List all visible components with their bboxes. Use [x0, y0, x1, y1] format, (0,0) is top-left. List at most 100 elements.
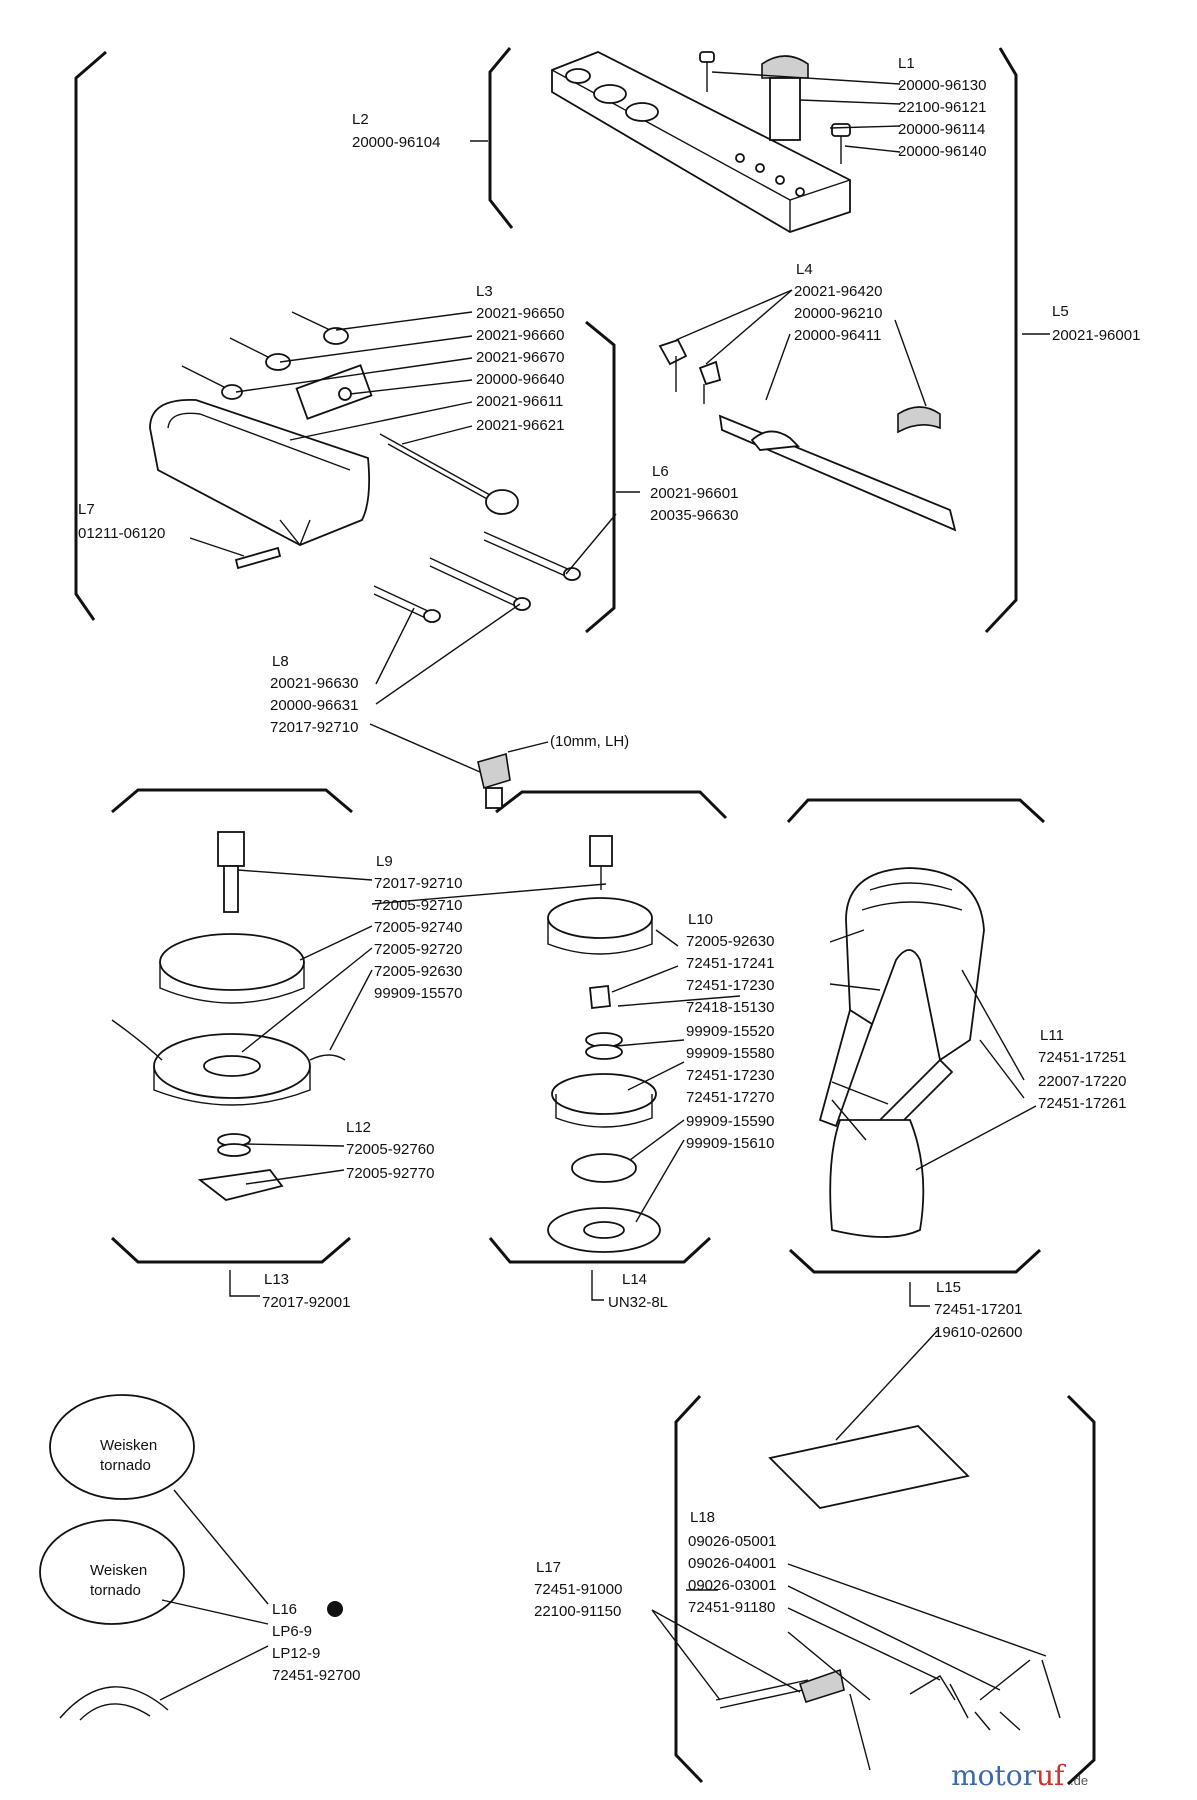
part-l9-3: 72005-92740 [374, 919, 462, 936]
label-l9: L9 [376, 853, 393, 870]
note-nut: (10mm, LH) [550, 733, 629, 750]
bracket-l13-top [111, 788, 353, 814]
part-l3-5: 20021-96611 [476, 393, 563, 410]
part-l18-2: 09026-04001 [688, 1555, 776, 1572]
part-l9-5: 72005-92630 [374, 963, 462, 980]
label-l13: L13 [264, 1271, 289, 1288]
part-l16-2: LP12-9 [272, 1645, 320, 1662]
spool-text-top-2: tornado [100, 1457, 151, 1474]
part-l15-1: 72451-17201 [934, 1301, 1022, 1318]
part-l10-1: 72005-92630 [686, 933, 774, 950]
part-l11-2: 22007-17220 [1038, 1073, 1126, 1090]
part-l18-3: 09026-03001 [688, 1577, 776, 1594]
support-pins [373, 531, 581, 623]
label-l3: L3 [476, 283, 493, 300]
part-l9-2: 72005-92710 [374, 897, 462, 914]
tools [715, 1425, 1061, 1771]
label-l14: L14 [622, 1271, 647, 1288]
part-l3-3: 20021-96670 [476, 349, 564, 366]
watermark: motor uf .de [951, 1759, 1088, 1792]
part-l9-1: 72017-92710 [374, 875, 462, 892]
label-l6: L6 [652, 463, 669, 480]
bracket-l2 [488, 47, 514, 229]
group-brackets [74, 47, 1096, 1786]
part-l1-3: 20000-96114 [898, 121, 985, 138]
watermark-part1: motor [951, 1759, 1037, 1792]
label-l11: L11 [1040, 1027, 1064, 1044]
label-l1: L1 [898, 55, 915, 72]
bracket-l17-left [674, 1394, 704, 1784]
part-l13-1: 72017-92001 [262, 1294, 350, 1311]
part-sketches: Weisken tornado Weisken tornado [39, 51, 1061, 1771]
part-l18-4: 72451-91180 [688, 1599, 775, 1616]
bullet-dot [327, 1601, 343, 1617]
part-l12-2: 72005-92770 [346, 1165, 434, 1182]
part-l4-1: 20021-96420 [794, 283, 882, 300]
label-l15: L15 [936, 1279, 961, 1296]
part-l7-1: 01211-06120 [78, 525, 165, 542]
part-l11-1: 72451-17251 [1038, 1049, 1126, 1066]
part-l14-1: UN32-8L [608, 1294, 668, 1311]
part-l8-3: 72017-92710 [270, 719, 358, 736]
guard-screw [234, 546, 282, 570]
part-l10-4: 72418-15130 [686, 999, 774, 1016]
spool-text-top-1: Weisken [100, 1437, 157, 1454]
bracket-left-top [74, 50, 107, 621]
nut [477, 752, 511, 809]
part-l6-1: 20021-96601 [650, 485, 738, 502]
part-l10-3: 72451-17230 [686, 977, 774, 994]
spool-text-mid-1: Weisken [90, 1562, 147, 1579]
part-l18-1: 09026-05001 [688, 1533, 776, 1550]
label-l18: L18 [690, 1509, 715, 1526]
label-l4: L4 [796, 261, 813, 278]
part-l3-2: 20021-96660 [476, 327, 564, 344]
bracket-l14-top [495, 790, 728, 820]
bracket-l15-top [786, 798, 1046, 824]
label-l7: L7 [78, 501, 95, 518]
trimmer-head-l14 [547, 835, 661, 1253]
cutter-blade [658, 338, 957, 532]
label-l17: L17 [536, 1559, 561, 1576]
bracket-l6 [585, 320, 616, 634]
part-l1-4: 20000-96140 [898, 143, 986, 160]
part-l10-7: 72451-17230 [686, 1067, 774, 1084]
part-l2-1: 20000-96104 [352, 134, 440, 151]
part-l16-1: LP6-9 [272, 1623, 312, 1640]
part-l8-2: 20000-96631 [270, 697, 358, 714]
part-l10-6: 99909-15580 [686, 1045, 774, 1062]
watermark-suffix: .de [1070, 1773, 1088, 1788]
watermark-part2: uf [1036, 1759, 1067, 1792]
handle-plate [551, 51, 851, 233]
trimmer-head-l13 [111, 831, 346, 1201]
part-l8-1: 20021-96630 [270, 675, 358, 692]
bracket-l14-bottom [488, 1236, 712, 1264]
bracket-l18-right [1066, 1394, 1096, 1786]
part-l10-8: 72451-17270 [686, 1089, 774, 1106]
harness [818, 867, 985, 1238]
part-l3-6: 20021-96621 [476, 417, 564, 434]
label-l10: L10 [688, 911, 713, 928]
part-l9-4: 72005-92720 [374, 941, 462, 958]
part-l10-5: 99909-15520 [686, 1023, 774, 1040]
bracket-l5 [984, 47, 1018, 634]
handle-screws [699, 51, 851, 164]
part-l16-3: 72451-92700 [272, 1667, 360, 1684]
leader-lines [159, 71, 1050, 1701]
part-l11-3: 72451-17261 [1038, 1095, 1126, 1112]
part-l5-1: 20021-96001 [1052, 327, 1140, 344]
label-l5: L5 [1052, 303, 1069, 320]
bracket-l15-bottom [788, 1248, 1042, 1274]
part-l4-2: 20000-96210 [794, 305, 882, 322]
part-l10-2: 72451-17241 [686, 955, 774, 972]
part-l1-2: 22100-96121 [898, 99, 986, 116]
part-l9-6: 99909-15570 [374, 985, 462, 1002]
label-l2: L2 [352, 111, 369, 128]
part-l3-1: 20021-96650 [476, 305, 564, 322]
part-l17-1: 72451-91000 [534, 1581, 622, 1598]
part-l15-2: 19610-02600 [934, 1324, 1022, 1341]
part-l12-1: 72005-92760 [346, 1141, 434, 1158]
label-l16: L16 [272, 1601, 297, 1618]
part-l10-10: 99909-15610 [686, 1135, 774, 1152]
part-l6-2: 20035-96630 [650, 507, 738, 524]
